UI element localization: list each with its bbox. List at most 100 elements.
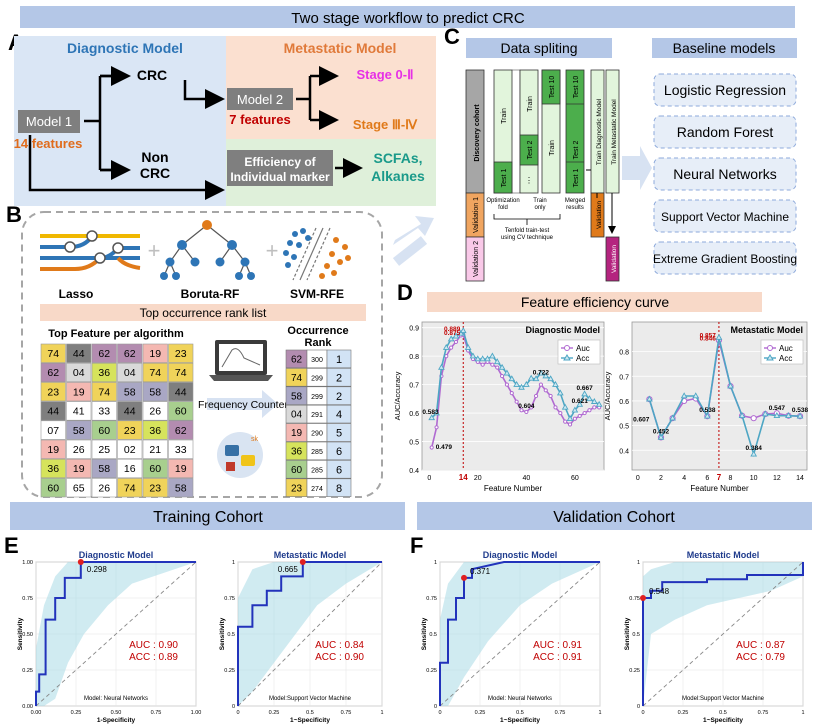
data-point <box>750 450 758 457</box>
fold10-train: Train <box>549 140 556 156</box>
y-tick-label: 1 <box>637 560 640 566</box>
grid-cell <box>117 420 143 440</box>
grid-cell <box>142 458 168 479</box>
y-tick-label: 0.75 <box>22 596 33 602</box>
grid-cell <box>142 362 168 383</box>
x-tick-label: 8 <box>729 475 733 482</box>
baseline-model-box <box>653 115 797 149</box>
occurrence-feature: 62 <box>291 355 303 366</box>
data-point <box>522 380 530 387</box>
data-point <box>495 365 500 370</box>
data-point <box>489 352 496 359</box>
y-tick-label: 0.25 <box>224 668 235 674</box>
data-point <box>498 363 506 370</box>
roc-metric: ACC : 0.89 <box>129 652 178 663</box>
y-tick-label: 0.50 <box>22 632 33 638</box>
grid-cell <box>117 362 143 383</box>
training-title: Training Cohort <box>153 509 263 526</box>
grid-cell-value: 60 <box>47 482 59 494</box>
data-point <box>552 380 559 387</box>
roc-x-label: 1~Specificity <box>290 717 330 724</box>
svg-text:Test 2: Test 2 <box>573 141 580 160</box>
data-point <box>567 422 573 427</box>
panel-letter-d: D <box>397 280 413 305</box>
efficiency-box <box>227 150 333 186</box>
roc-y-label: Sensitivity <box>421 617 428 650</box>
grid-cell <box>40 343 66 363</box>
legend-marker <box>767 345 773 351</box>
efficiency-title-bar <box>427 292 762 312</box>
grid-cell-value: 60 <box>149 463 161 475</box>
x-tick-label: 0.25 <box>269 710 280 716</box>
data-point <box>587 408 592 413</box>
legend-label: Auc <box>576 344 590 353</box>
data-point <box>646 395 653 402</box>
data-point <box>527 374 535 381</box>
data-point <box>680 392 688 399</box>
x-tick-label: 0.75 <box>758 710 769 716</box>
occurrence-count: 290 <box>311 431 323 438</box>
grid-cell-value: 02 <box>124 444 136 456</box>
roc-metric: ACC : 0.91 <box>533 652 582 663</box>
confidence-band <box>238 562 382 706</box>
grid-cell-value: 74 <box>149 367 161 379</box>
grid-cell <box>40 458 66 479</box>
grid-cell-value: 41 <box>73 406 85 418</box>
x-tick-label: 14 <box>796 475 804 482</box>
grid-cell-value: 23 <box>124 425 136 437</box>
data-point <box>796 412 804 419</box>
grid-cell-value: 44 <box>47 406 59 418</box>
data-point <box>518 383 525 390</box>
split-to-models-arrow <box>622 146 652 190</box>
grid-cell <box>142 343 168 363</box>
grid-cell-value: 62 <box>124 348 136 360</box>
data-point <box>499 373 505 379</box>
cutoff-point <box>299 559 306 565</box>
baseline-model-label: Random Forest <box>677 124 774 140</box>
x-tick-label: 0.75 <box>151 710 162 716</box>
x-tick-label: 0.5 <box>306 710 314 716</box>
svg-text:+: + <box>148 238 161 263</box>
data-point <box>434 425 439 430</box>
svg-text:fold: fold <box>498 205 508 211</box>
counter-label: Frequency Counter <box>198 399 288 411</box>
grid-cell-value: 19 <box>47 444 59 456</box>
data-point <box>556 389 564 396</box>
data-point <box>548 393 553 399</box>
y-tick-label: 0.25 <box>22 668 33 674</box>
grid-cell <box>66 439 92 459</box>
y-axis-label: AUC/Accuracy <box>393 371 402 420</box>
occurrence-rank-cell <box>326 441 352 461</box>
grid-cell-value: 58 <box>149 386 161 398</box>
baseline-model-label: Logistic Regression <box>664 82 786 98</box>
data-point <box>490 362 495 367</box>
baseline-model-label: Extreme Gradient Boosting <box>653 252 797 266</box>
x-tick-label: 1 <box>380 710 383 716</box>
data-point <box>577 413 582 419</box>
y-tick-label: 0 <box>434 704 437 710</box>
model2-box <box>227 88 293 110</box>
grid-cell <box>40 401 66 421</box>
data-point <box>447 335 455 342</box>
grid-cell-value: 07 <box>47 425 59 437</box>
baseline-model-label: Support Vector Machine <box>661 210 789 224</box>
data-point <box>453 339 459 345</box>
grid-cell-value: 74 <box>98 386 110 398</box>
occurrence-feature: 23 <box>291 483 303 494</box>
metastatic-header: Metastatic Model <box>284 40 397 56</box>
data-point <box>519 408 524 413</box>
cutoff-label: 0.298 <box>87 565 108 574</box>
grid-cell-value: 21 <box>149 444 161 456</box>
crc-to-model2-arrow <box>183 80 225 109</box>
occurrence-feature: 19 <box>291 428 303 439</box>
data-point <box>542 372 550 379</box>
grid-cell <box>168 382 194 402</box>
data-point <box>469 352 477 359</box>
x-axis-label: Feature Number <box>484 484 543 493</box>
cutoff-label: 0.548 <box>649 587 670 596</box>
roc-metric: AUC : 0.91 <box>533 640 582 651</box>
grid-title: Top Feature per algorithm <box>48 328 184 340</box>
grid-cell <box>40 362 66 383</box>
